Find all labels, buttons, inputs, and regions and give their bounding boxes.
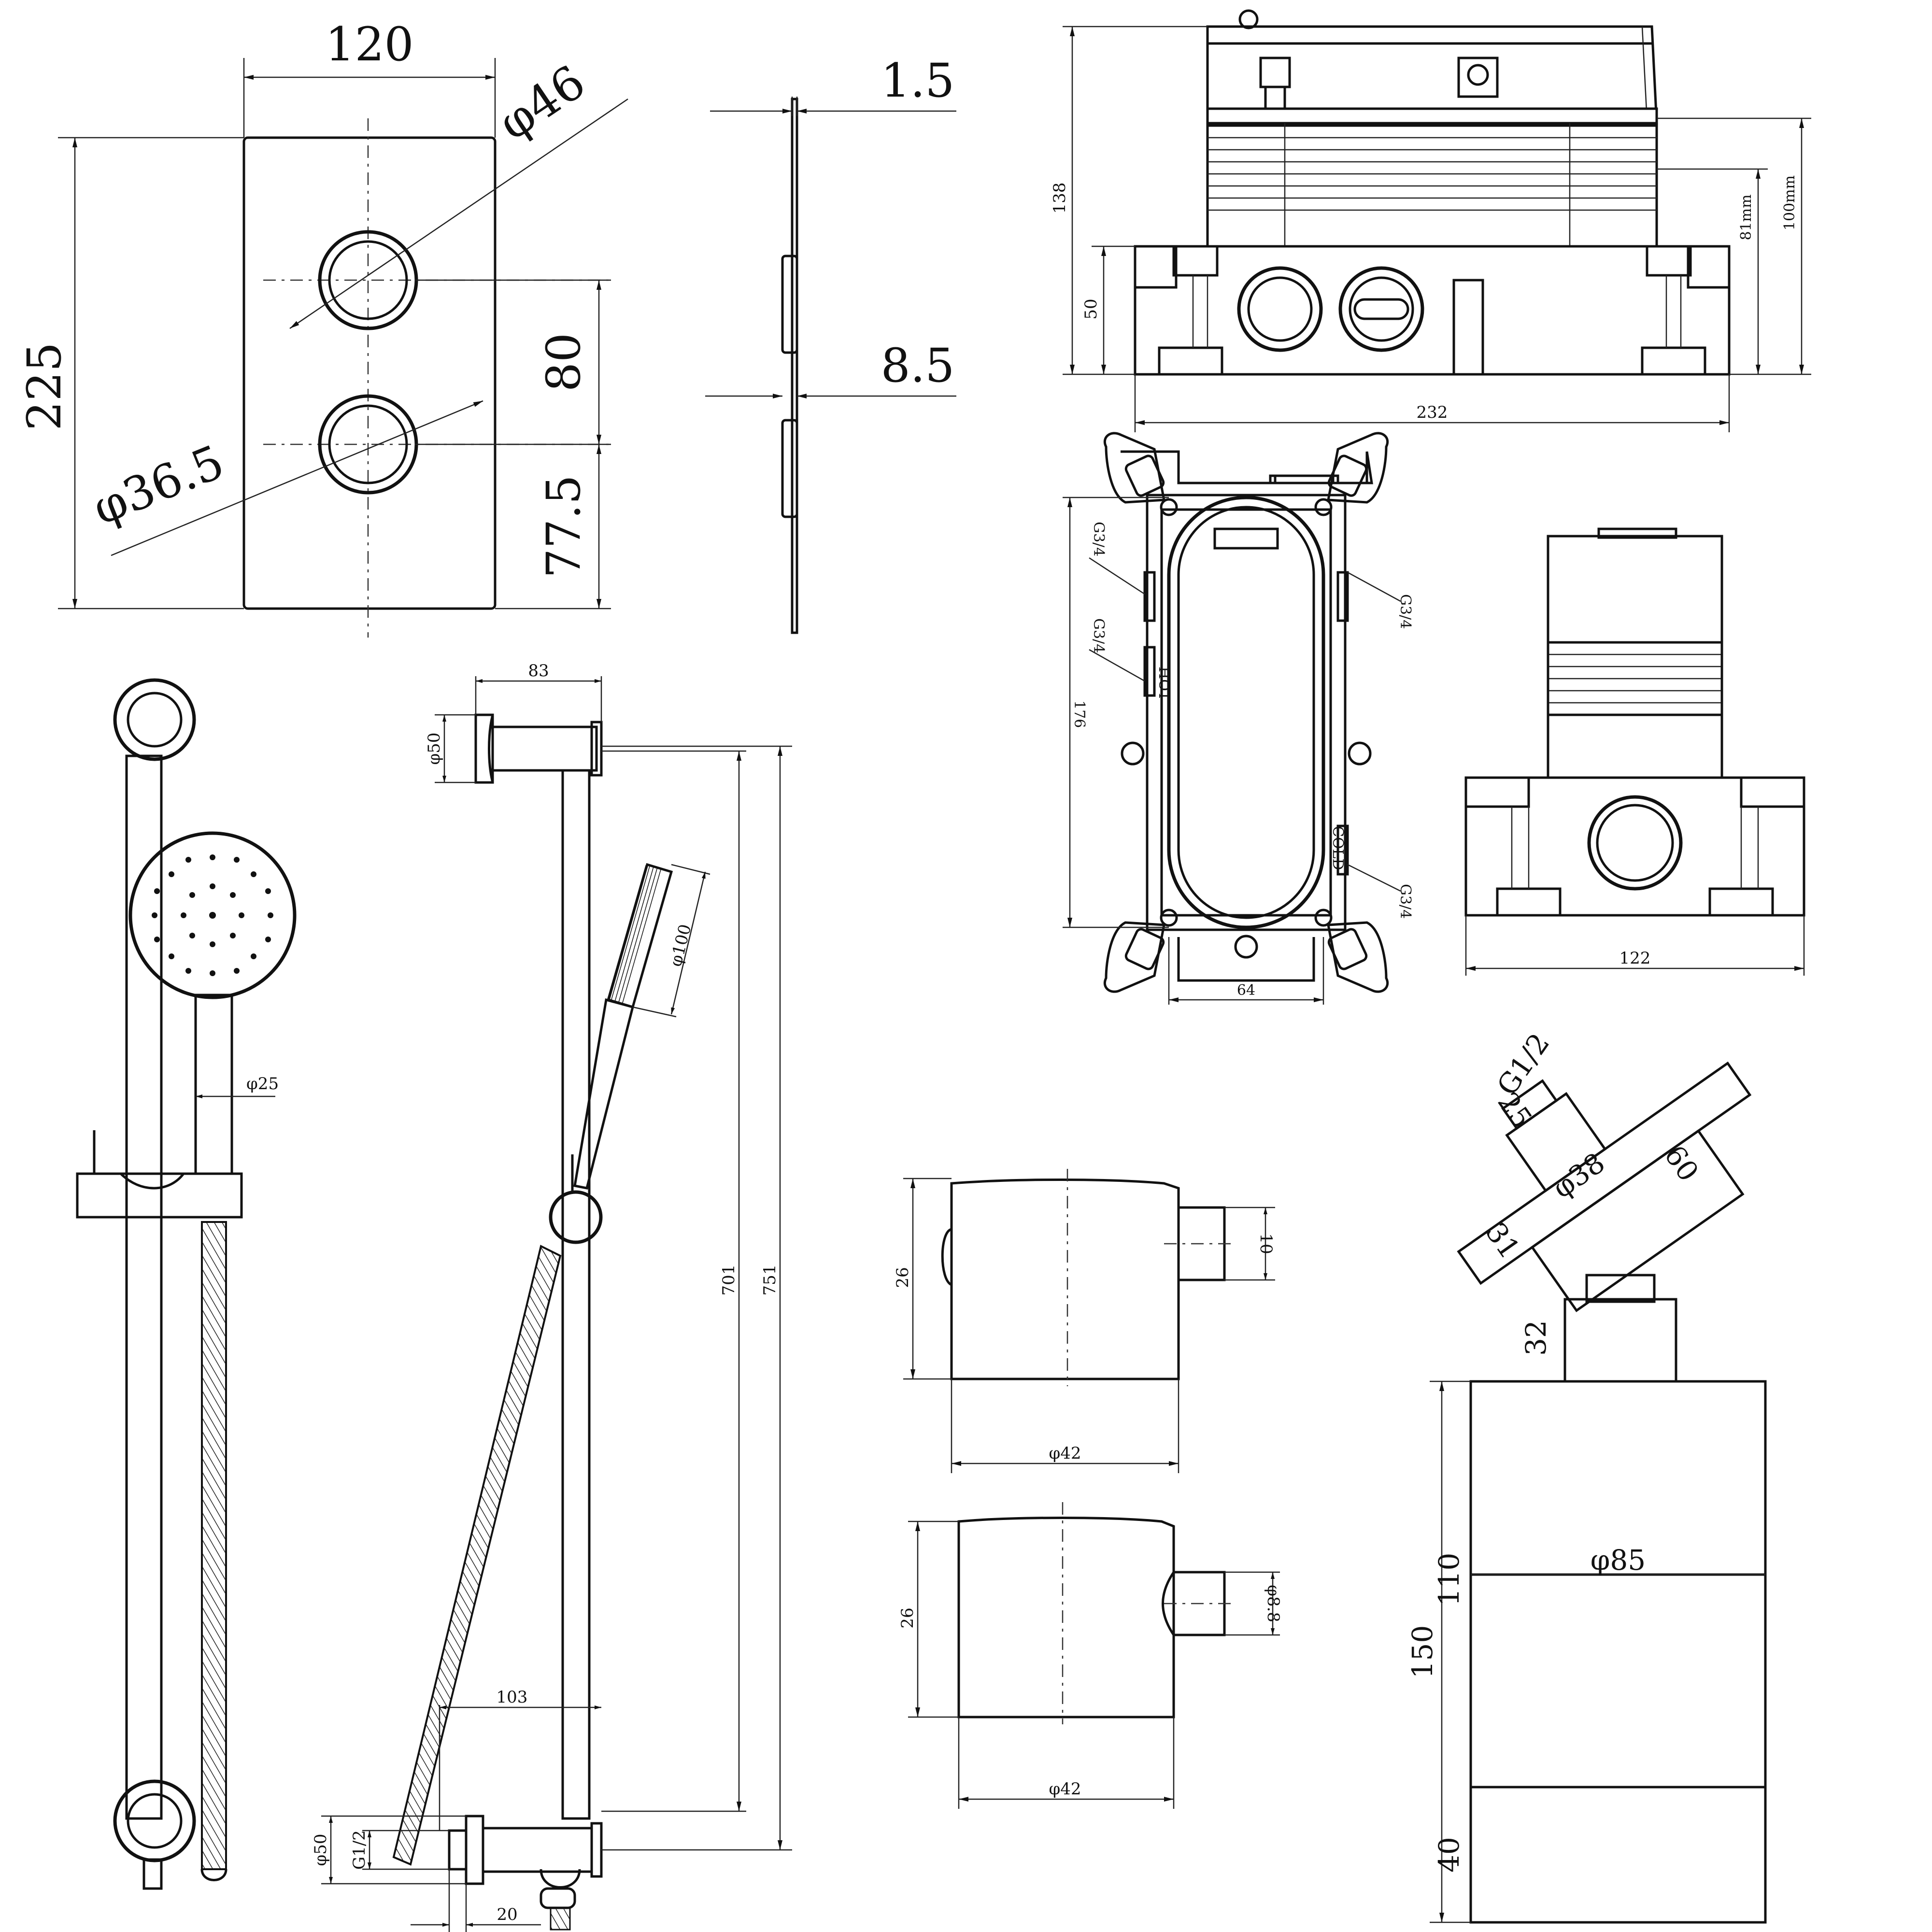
slide-rail bbox=[125, 754, 163, 1820]
plate-thickness-label: 1.5 bbox=[881, 54, 955, 108]
faceplate-height-label: 225 bbox=[17, 342, 71, 430]
outlet-depth-label: 20 bbox=[497, 1905, 517, 1924]
head-diameter-label: φ100 bbox=[666, 922, 695, 968]
shower-head bbox=[128, 831, 297, 999]
elbow1-height-label: 26 bbox=[893, 1267, 912, 1288]
bracket-depth-label: 83 bbox=[528, 661, 549, 681]
hose-diameter-label: φ25 bbox=[246, 1074, 279, 1094]
button-spacing-label: 80 bbox=[537, 333, 591, 392]
cold-inlet-port bbox=[1338, 266, 1424, 352]
frame-bottom-spacing-label: 64 bbox=[1237, 982, 1255, 999]
outlet-diameter-label: φ38 bbox=[1547, 1146, 1611, 1205]
valve-side-outlet bbox=[1587, 795, 1683, 891]
button-bottom-offset-label: 77.5 bbox=[537, 475, 591, 578]
dim-60-label: 60 bbox=[1658, 1139, 1705, 1187]
shower-head-nozzles bbox=[152, 854, 273, 976]
body-diameter-label: φ85 bbox=[1591, 1544, 1646, 1577]
rail-slider bbox=[76, 1172, 243, 1219]
outlet-body bbox=[1469, 1380, 1767, 1924]
valve-height-81-label: 81mm bbox=[1738, 194, 1755, 240]
bottom-offset-label: 103 bbox=[497, 1688, 528, 1707]
valve-height-label: 138 bbox=[1050, 183, 1069, 214]
port-left-top-label: G3/4 bbox=[1090, 522, 1107, 556]
valve-mounting-frame: HOT COLD G3/4 G3/4 G3/4 G3/4 176 64 bbox=[1063, 432, 1414, 1005]
cold-label: COLD bbox=[1329, 826, 1346, 870]
elbow2-diameter-label: φ42 bbox=[1049, 1779, 1081, 1799]
valve-side-ribs bbox=[1548, 653, 1722, 704]
valve-side-view: 122 bbox=[1464, 527, 1805, 976]
elbow2-outlet-label: φ8.8 bbox=[1264, 1585, 1283, 1622]
elbow2-height-label: 26 bbox=[898, 1607, 917, 1628]
rail-total-length-label: 751 bbox=[760, 1264, 780, 1296]
valve-width-label: 232 bbox=[1417, 403, 1448, 422]
top-bracket-diameter-label: φ50 bbox=[425, 732, 444, 765]
valve-base-height-label: 50 bbox=[1081, 298, 1101, 319]
valve-thread-ribs bbox=[1208, 137, 1657, 211]
outlet-thread-label: G1/2 bbox=[350, 1830, 369, 1870]
frame-oval-opening bbox=[1167, 496, 1325, 929]
frame-height-label: 176 bbox=[1071, 700, 1088, 728]
outlet-elbow-view: G1/2 25 φ38 60 31 32 φ85 150 110 40 bbox=[1406, 1027, 1767, 1924]
faceplate-front-view: 120 225 φ46 φ36.5 80 77.5 bbox=[17, 17, 628, 638]
top-bracket bbox=[113, 678, 196, 761]
hot-label: HOT bbox=[1155, 667, 1172, 701]
elbow1-diameter-label: φ42 bbox=[1049, 1444, 1081, 1463]
dim-32-label: 32 bbox=[1520, 1320, 1552, 1356]
elbow1-outlet-label: 10 bbox=[1256, 1233, 1276, 1254]
valve-height-100-label: 100mm bbox=[1781, 175, 1798, 230]
port-left-mid-label: G3/4 bbox=[1090, 618, 1107, 653]
button-depth-label: 8.5 bbox=[881, 339, 955, 393]
side-rail bbox=[561, 769, 591, 1820]
dim-25-label: 25 bbox=[1491, 1086, 1538, 1134]
wall-elbow-view-1: 26 φ42 10 bbox=[893, 1169, 1276, 1473]
height-upper-label: 110 bbox=[1433, 1553, 1465, 1606]
port-right-top-label: G3/4 bbox=[1397, 594, 1414, 629]
port-right-bottom-label: G3/4 bbox=[1397, 884, 1414, 919]
valve-front-view: 138 50 232 81mm 100mm bbox=[1050, 9, 1811, 432]
height-lower-label: 40 bbox=[1433, 1837, 1465, 1873]
shower-rail-side-view: 83 φ50 φ100 701 751 103 φ50 G1/2 20 bbox=[311, 661, 792, 1932]
faceplate-width-label: 120 bbox=[325, 17, 413, 71]
bottom-bracket-diameter-label: φ50 bbox=[311, 1833, 330, 1866]
valve-side-width-label: 122 bbox=[1619, 949, 1651, 968]
button-inner-diameter-label: φ36.5 bbox=[85, 435, 231, 536]
rail-inner-length-label: 701 bbox=[719, 1264, 739, 1296]
outlet-thread-label-2: G1/2 bbox=[1491, 1027, 1556, 1101]
shower-rail-front-view: φ25 bbox=[76, 678, 297, 1890]
height-total-label: 150 bbox=[1406, 1625, 1439, 1679]
hot-inlet-port bbox=[1237, 266, 1323, 352]
wall-elbow-view-2: 26 φ42 φ8.8 bbox=[898, 1502, 1283, 1809]
faceplate-side-view: 1.5 8.5 bbox=[705, 54, 956, 634]
button-diameter-label: φ46 bbox=[489, 55, 595, 151]
